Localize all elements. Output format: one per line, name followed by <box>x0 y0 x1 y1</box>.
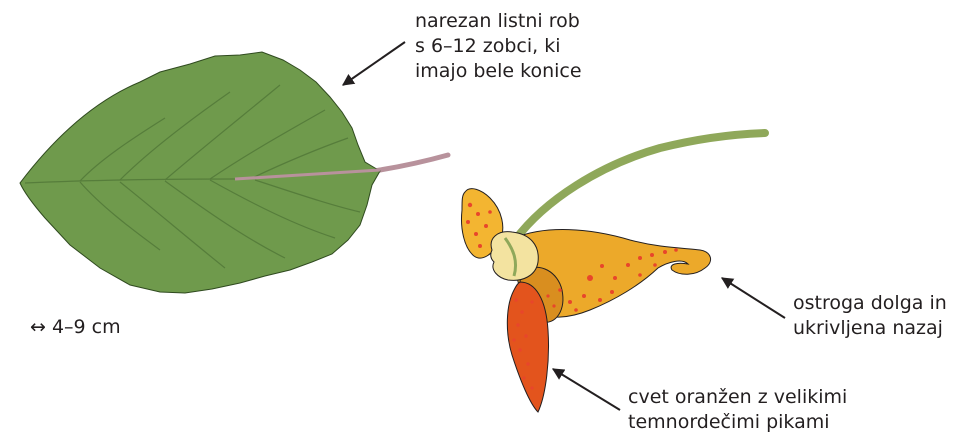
label-flower: cvet oranžen z velikimi temnordečimi pik… <box>628 385 847 435</box>
label-flower-line: temnordečimi pikami <box>628 410 847 435</box>
arrow-spur <box>722 278 785 318</box>
lower-petal <box>507 282 548 412</box>
label-leaf-edge-line: narezan listni rob <box>415 9 582 34</box>
flower-stem <box>515 133 765 240</box>
leaf <box>20 52 448 293</box>
arrow-flower <box>553 369 620 410</box>
arrow-leaf-edge <box>343 42 405 85</box>
label-leaf-edge-line: imajo bele konice <box>415 59 582 84</box>
label-leaf-size: ↔ 4–9 cm <box>30 315 121 340</box>
label-leaf-edge: narezan listni rob s 6–12 zobci, ki imaj… <box>415 9 582 84</box>
label-spur-line: ostroga dolga in <box>793 291 947 316</box>
label-flower-line: cvet oranžen z velikimi <box>628 385 847 410</box>
label-spur: ostroga dolga in ukrivljena nazaj <box>793 291 947 341</box>
label-leaf-edge-line: s 6–12 zobci, ki <box>415 34 582 59</box>
label-spur-line: ukrivljena nazaj <box>793 316 947 341</box>
flower <box>462 133 766 412</box>
